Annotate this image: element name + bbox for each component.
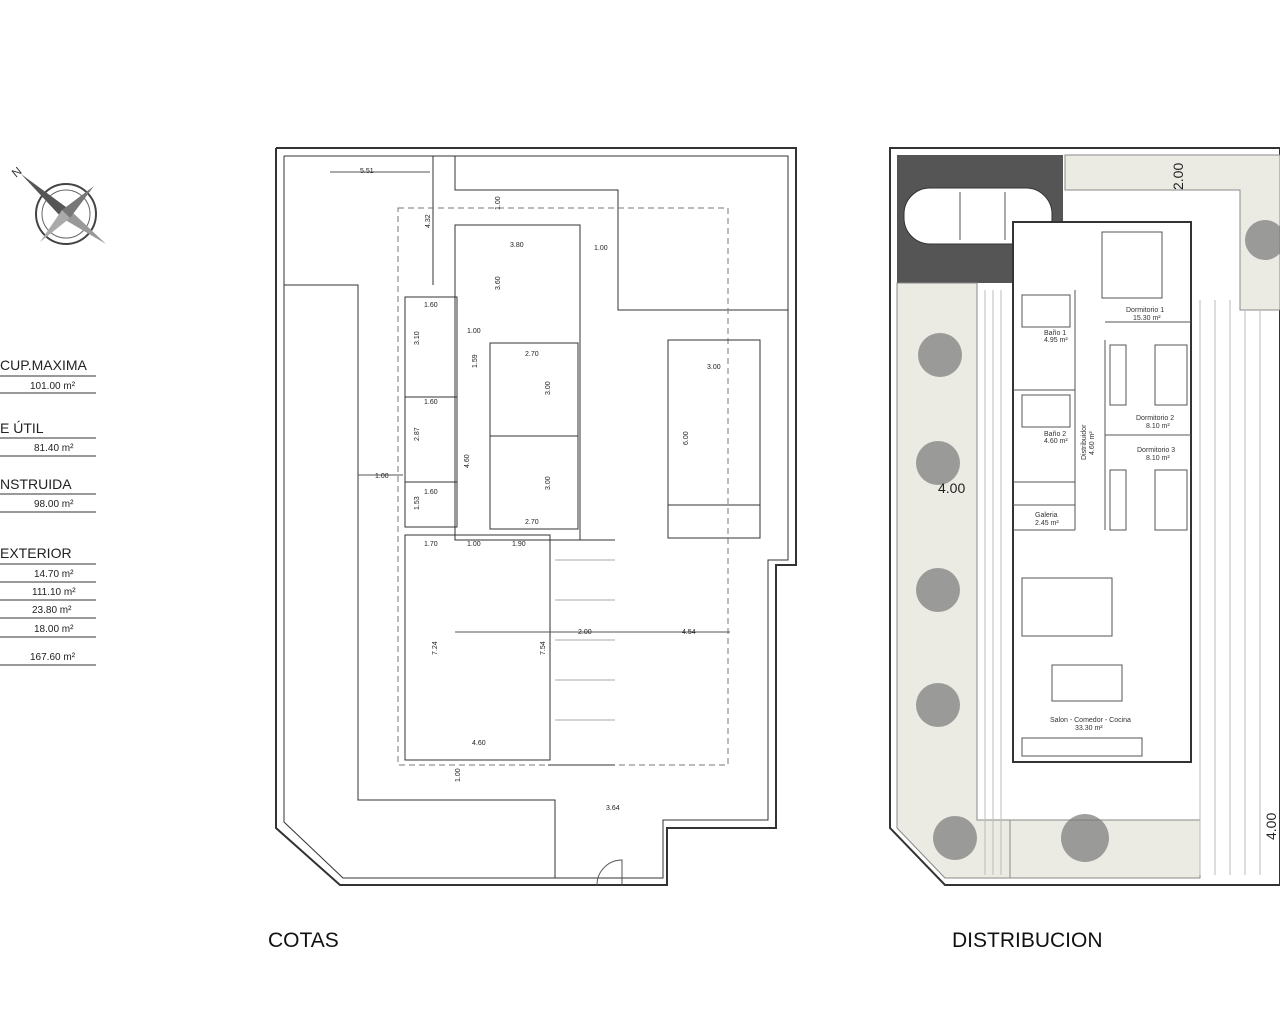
- cotas-plan: [275, 147, 797, 886]
- distribucion-labels: 2.00 4.00 4.00 Dormitorio 1 15.30 m² Bañ…: [938, 163, 1279, 840]
- dimension-label: 2.70: [525, 351, 539, 358]
- dimension-label: 4.00: [938, 480, 965, 496]
- room-area: 33.30 m²: [1075, 725, 1103, 732]
- dimension-label: 1.00: [455, 768, 462, 782]
- dimension-label: 6.00: [683, 431, 690, 445]
- room-area: 4.95 m²: [1044, 337, 1068, 344]
- room-name: Galeria: [1035, 512, 1058, 519]
- table-heading: EXTERIOR: [0, 545, 72, 561]
- room-name: Distribuidor: [1081, 424, 1088, 460]
- dimension-label: 1.70: [424, 541, 438, 548]
- room-area: 4.60 m²: [1089, 431, 1096, 455]
- room-area: 8.10 m²: [1146, 455, 1170, 462]
- dimension-label: 3.00: [545, 476, 552, 490]
- dimension-label: 1.00: [495, 196, 502, 210]
- north-label: N: [9, 164, 25, 180]
- table-value: 111.10 m²: [32, 587, 76, 598]
- dimension-label: 1.00: [467, 328, 481, 335]
- room-name: Baño 1: [1044, 330, 1066, 337]
- dimension-label: 3.80: [510, 242, 524, 249]
- dimension-label: 1.60: [424, 489, 438, 496]
- dimension-label: 1.60: [424, 302, 438, 309]
- room-name: Dormitorio 1: [1126, 307, 1164, 314]
- table-value: 98.00 m²: [34, 499, 74, 510]
- table-heading: E ÚTIL: [0, 420, 44, 436]
- dimension-label: 4.60: [472, 740, 486, 747]
- room-area: 8.10 m²: [1146, 423, 1170, 430]
- dimension-label: 3.64: [606, 805, 620, 812]
- tree-icons: [916, 220, 1280, 862]
- dimension-label: 4.32: [425, 214, 432, 228]
- dimension-label: 5.51: [360, 168, 374, 175]
- dimension-label: 3.00: [707, 364, 721, 371]
- dimension-label: 2.70: [525, 519, 539, 526]
- dimension-label: 1.00: [594, 245, 608, 252]
- cotas-dimensions: 5.51 4.32 1.00 3.80 3.60 1.00 1.60 3.10 …: [360, 168, 721, 812]
- distribucion-title: DISTRIBUCION: [952, 929, 1103, 952]
- dimension-label: 1.60: [424, 399, 438, 406]
- table-value: 23.80 m²: [32, 605, 72, 616]
- dimension-label: 7.54: [540, 641, 547, 655]
- table-value: 81.40 m²: [34, 443, 74, 454]
- dimension-label: 2.00: [578, 629, 592, 636]
- table-heading: NSTRUIDA: [0, 476, 72, 492]
- dimension-label: 3.60: [495, 276, 502, 290]
- dimension-label: 1.00: [467, 541, 481, 548]
- room-name: Dormitorio 3: [1137, 447, 1175, 454]
- cotas-title: COTAS: [268, 929, 339, 952]
- dimension-label: 2.00: [1170, 163, 1186, 190]
- table-heading: CUP.MAXIMA: [0, 357, 88, 373]
- table-value: 167.60 m²: [30, 652, 76, 663]
- dimension-label: 3.00: [545, 381, 552, 395]
- table-value: 14.70 m²: [34, 569, 74, 580]
- dimension-label: 4.00: [1263, 813, 1279, 840]
- table-value: 18.00 m²: [34, 624, 74, 635]
- dimension-label: 1.90: [512, 541, 526, 548]
- dimension-label: 4.60: [464, 454, 471, 468]
- dimension-label: 7.24: [432, 641, 439, 655]
- dimension-label: 4.54: [682, 629, 696, 636]
- room-name: Dormitorio 2: [1136, 415, 1174, 422]
- dimension-label: 3.10: [414, 331, 421, 345]
- room-area: 4.60 m²: [1044, 438, 1068, 445]
- dimension-label: 2.87: [414, 427, 421, 441]
- room-name: Baño 2: [1044, 431, 1066, 438]
- room-area: 2.45 m²: [1035, 520, 1059, 527]
- room-area: 15.30 m²: [1133, 315, 1161, 322]
- north-arrow-icon: N: [9, 164, 106, 245]
- room-name: Salon - Comedor - Cocina: [1050, 717, 1131, 724]
- dimension-label: 1.59: [472, 354, 479, 368]
- area-summary-table: CUP.MAXIMA 101.00 m² E ÚTIL 81.40 m² NST…: [0, 357, 96, 666]
- distribucion-plan: [889, 147, 1280, 886]
- table-value: 101.00 m²: [30, 381, 76, 392]
- dimension-label: 1.00: [375, 473, 389, 480]
- dimension-label: 1.53: [414, 496, 421, 510]
